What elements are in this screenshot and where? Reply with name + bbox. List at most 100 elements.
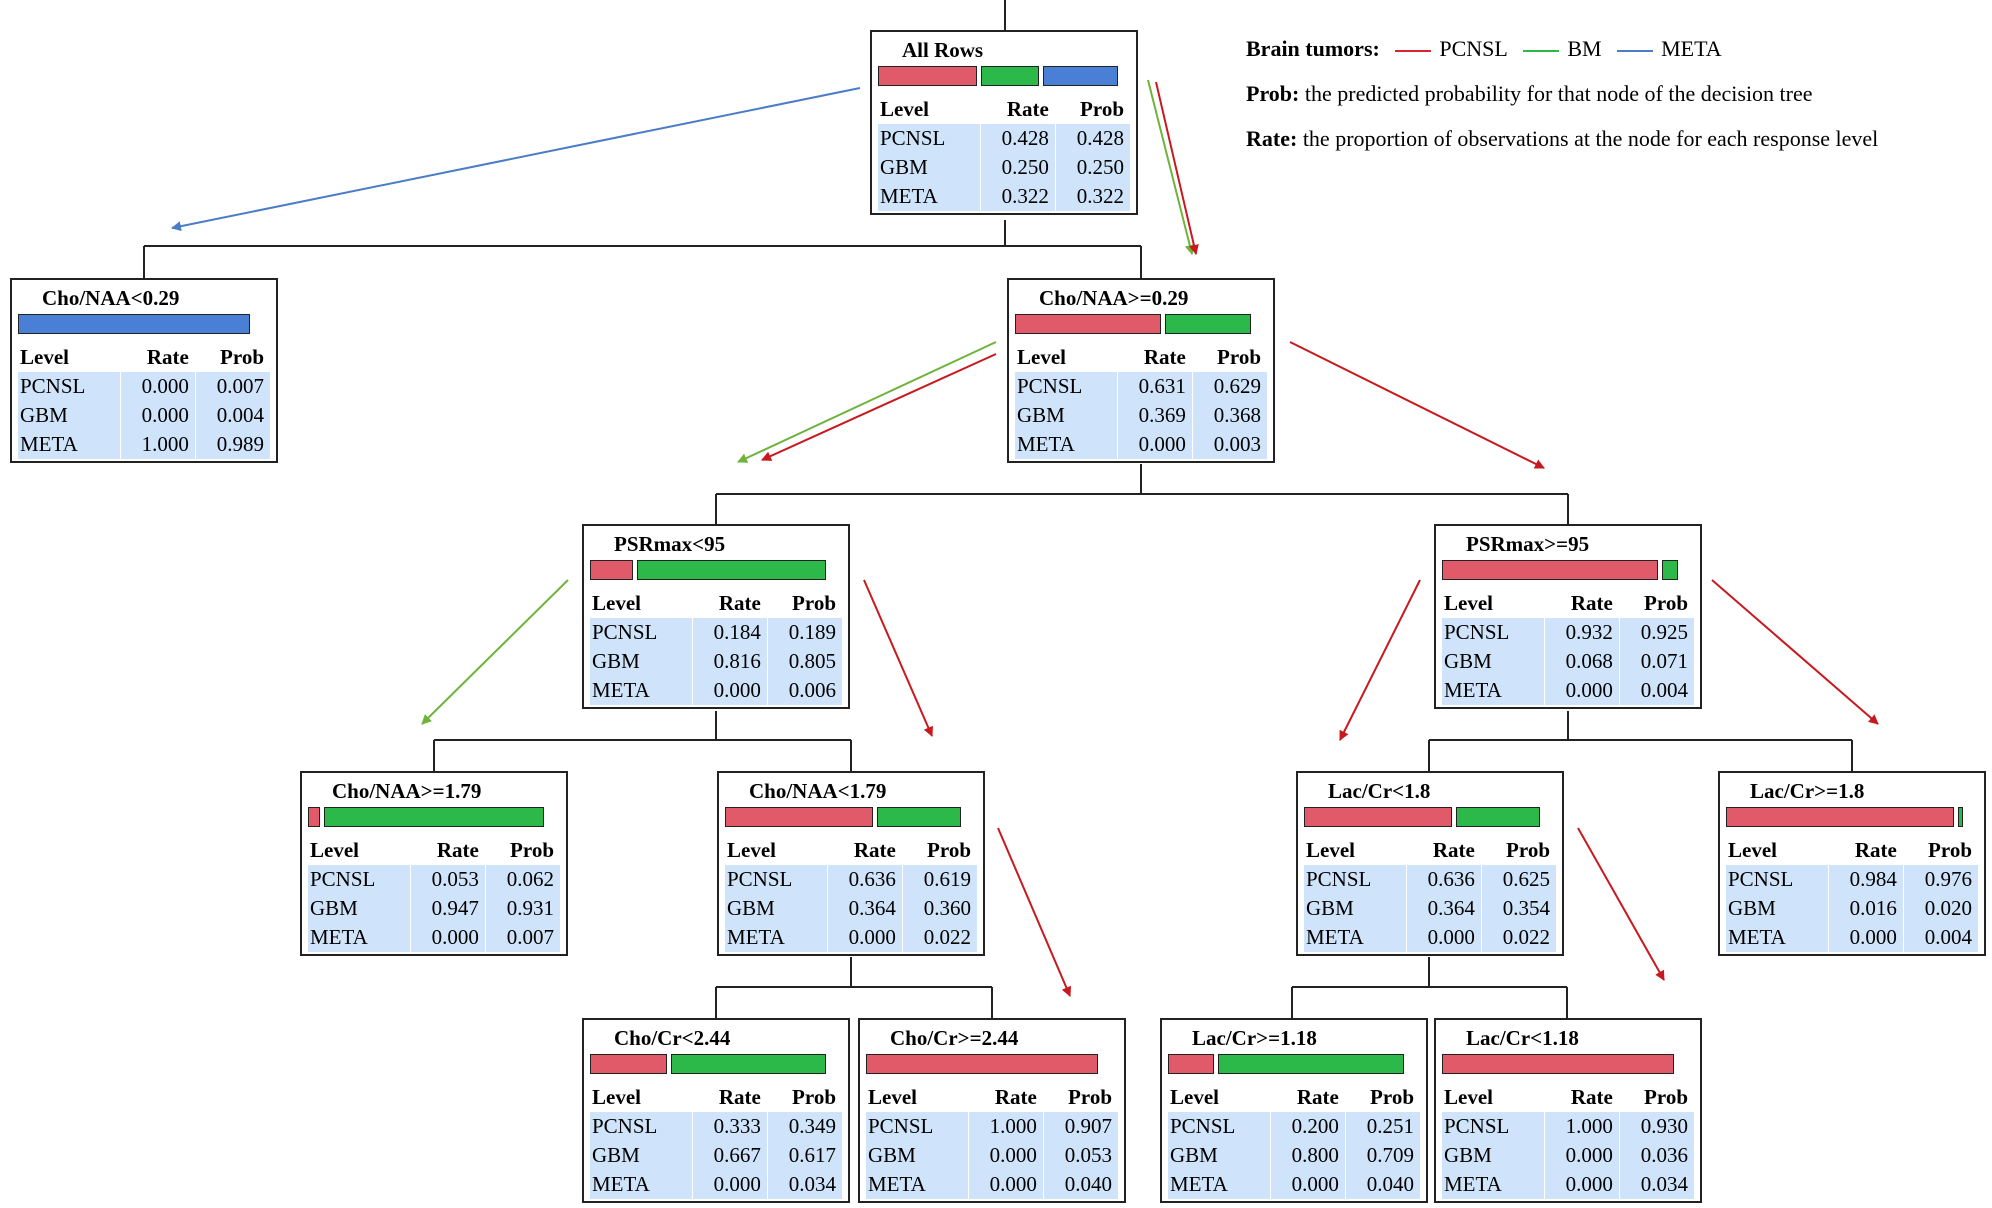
prob-cell: 0.062 (484, 865, 560, 894)
level-cell: PCNSL (878, 124, 980, 153)
rate-cell: 0.428 (979, 124, 1055, 153)
rate-bar-segment-pcnsl (725, 807, 873, 827)
column-header-rate: Rate (967, 1083, 1043, 1112)
column-header-rate: Rate (1269, 1083, 1345, 1112)
legend-label-meta: META (1661, 36, 1722, 61)
prob-cell: 0.360 (901, 894, 977, 923)
prob-cell: 0.989 (194, 430, 270, 459)
level-cell: META (1726, 923, 1828, 952)
legend-item-pcnsl: PCNSL (1395, 36, 1508, 62)
rate-bar-segment-meta (1043, 66, 1118, 86)
level-cell: META (308, 923, 410, 952)
path-arrows (171, 79, 1879, 997)
level-cell: GBM (1168, 1141, 1270, 1170)
rate-cell: 0.184 (691, 618, 767, 647)
rate-cell: 0.984 (1827, 865, 1903, 894)
level-cell: META (725, 923, 827, 952)
level-cell: META (1442, 1170, 1544, 1199)
column-header-level: Level (590, 589, 692, 618)
rate-bar-segment-gbm (1218, 1054, 1404, 1074)
column-header-rate: Rate (691, 589, 767, 618)
connector-n2 (715, 464, 1569, 524)
prob-cell: 0.034 (1618, 1170, 1694, 1199)
column-header-prob: Prob (484, 836, 560, 865)
prob-cell: 0.931 (484, 894, 560, 923)
legend-label-pcnsl: PCNSL (1439, 36, 1508, 61)
rate-bar-segment-gbm (1958, 807, 1964, 827)
node-title: Cho/Cr>=2.44 (890, 1026, 1019, 1050)
rate-cell: 0.364 (1405, 894, 1481, 923)
level-cell: PCNSL (1726, 865, 1828, 894)
column-header-level: Level (1015, 343, 1117, 372)
rate-bar-segment-gbm (1165, 314, 1251, 334)
node-title: All Rows (902, 38, 984, 62)
level-cell: PCNSL (1304, 865, 1406, 894)
node-title: PSRmax>=95 (1466, 532, 1590, 556)
level-cell: PCNSL (866, 1112, 968, 1141)
legend-rate-definition: Rate: the proportion of observations at … (1246, 126, 1878, 152)
connector-n6 (715, 957, 993, 1018)
prob-cell: 0.251 (1344, 1112, 1420, 1141)
connector-n7 (1291, 957, 1568, 1018)
prob-cell: 0.053 (1042, 1141, 1118, 1170)
node-title: Lac/Cr<1.18 (1466, 1026, 1579, 1050)
rate-cell: 0.000 (691, 1170, 767, 1199)
prob-cell: 0.036 (1618, 1141, 1694, 1170)
prob-cell: 0.354 (1480, 894, 1556, 923)
column-header-level: Level (1442, 1083, 1544, 1112)
prob-cell: 0.007 (194, 372, 270, 401)
tree-connectors (143, 0, 1853, 1018)
rate-bar-segment-pcnsl (590, 1054, 668, 1074)
rate-cell: 0.000 (1269, 1170, 1345, 1199)
column-header-rate: Rate (1827, 836, 1903, 865)
level-cell: PCNSL (1168, 1112, 1270, 1141)
legend-rate-text: the proportion of observations at the no… (1302, 126, 1879, 151)
level-cell: GBM (725, 894, 827, 923)
column-header-rate: Rate (1543, 589, 1619, 618)
rate-bar (866, 1054, 1098, 1076)
prob-cell: 0.004 (1618, 676, 1694, 705)
prob-cell: 0.250 (1054, 153, 1130, 182)
rate-cell: 0.816 (691, 647, 767, 676)
rate-cell: 0.000 (967, 1170, 1043, 1199)
rate-bar-segment-pcnsl (866, 1054, 1098, 1074)
prob-cell: 0.925 (1618, 618, 1694, 647)
arrow-red-n7-right (1577, 827, 1665, 981)
level-cell: GBM (308, 894, 410, 923)
column-header-prob: Prob (1902, 836, 1978, 865)
rate-bar-segment-gbm (1455, 807, 1540, 827)
column-header-prob: Prob (1618, 1083, 1694, 1112)
column-header-level: Level (725, 836, 827, 865)
rate-bar-segment-pcnsl (1015, 314, 1162, 334)
arrow-red-n2-right (1289, 341, 1545, 469)
legend-swatch-pcnsl (1395, 49, 1432, 52)
level-cell: PCNSL (1442, 618, 1544, 647)
level-cell: PCNSL (725, 865, 827, 894)
rate-cell: 0.000 (409, 923, 485, 952)
level-cell: META (1442, 676, 1544, 705)
rate-cell: 0.000 (691, 676, 767, 705)
column-header-prob: Prob (194, 343, 270, 372)
column-header-rate: Rate (691, 1083, 767, 1112)
prob-cell: 0.805 (766, 647, 842, 676)
prob-cell: 0.709 (1344, 1141, 1420, 1170)
